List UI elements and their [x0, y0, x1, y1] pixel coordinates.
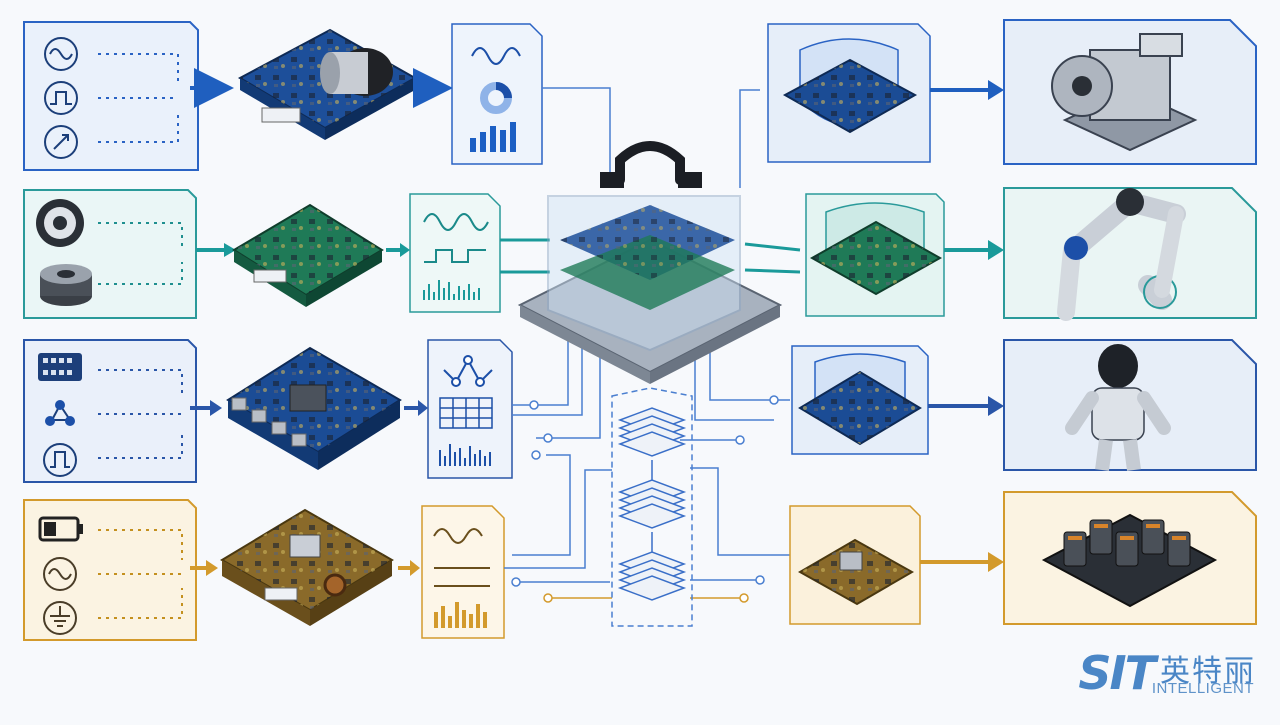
pulse-icon [43, 443, 77, 477]
spectrum-bars-icon [423, 280, 480, 300]
logo-mark: SIT [1078, 646, 1156, 700]
donut-chart-icon [480, 82, 512, 114]
diagonal-arrow-gauge-icon [44, 125, 78, 159]
wave-icon [471, 47, 521, 65]
spectrum-bars-icon [439, 444, 491, 466]
wave-icon [423, 213, 489, 231]
central-controller-enclosure [517, 141, 783, 384]
load-cell-icon [40, 264, 92, 306]
row-2 [23, 189, 501, 319]
input-panel-1 [23, 21, 199, 171]
logo-name-cn: 英特丽 [1160, 654, 1256, 689]
output-battery-pack [1003, 491, 1257, 625]
protected-module-3 [791, 345, 929, 455]
network-nodes-icon [45, 400, 75, 426]
signal-panel-4 [421, 505, 505, 639]
row-4 [23, 499, 505, 641]
output-arrows [920, 80, 1004, 572]
bar-chart-icon [470, 122, 516, 152]
signal-panel-2 [409, 193, 501, 313]
enclosure-handle [615, 141, 685, 185]
battery-icon [38, 516, 83, 542]
wave-icon [433, 528, 483, 544]
square-pulse-icon [44, 81, 78, 115]
logo-name-en: INTELLIGENT [1151, 680, 1254, 697]
node-graph-icon [443, 355, 493, 387]
flat-lines-icon [434, 567, 490, 587]
sensor-interface-board [232, 203, 384, 307]
bus-nodes [511, 395, 779, 603]
motor-cylinder [320, 48, 393, 96]
ground-icon [43, 601, 77, 635]
rotary-encoder-icon [36, 199, 84, 247]
ac-sine-icon [43, 557, 77, 591]
signal-panel-1 [451, 23, 543, 165]
sine-wave-icon [44, 37, 78, 71]
connector-header-icon [38, 353, 82, 381]
square-wave-icon [424, 249, 486, 263]
grid-icon [439, 397, 493, 429]
power-module-board [220, 508, 394, 626]
row-3 [23, 339, 513, 483]
output-robot-arm [1003, 187, 1257, 321]
protected-module-2 [805, 193, 945, 317]
output-servo-actuator [1003, 19, 1257, 165]
ethernet-controller-board [226, 346, 402, 470]
output-humanoid-robot [1003, 339, 1257, 471]
row-1 [23, 21, 543, 171]
spectrum-bars-icon [434, 602, 487, 628]
memory-stack [611, 387, 693, 627]
motor-driver-board [237, 28, 418, 140]
protected-module-1 [767, 23, 931, 163]
protected-module-4 [789, 505, 921, 625]
signal-panel-3 [427, 339, 513, 479]
